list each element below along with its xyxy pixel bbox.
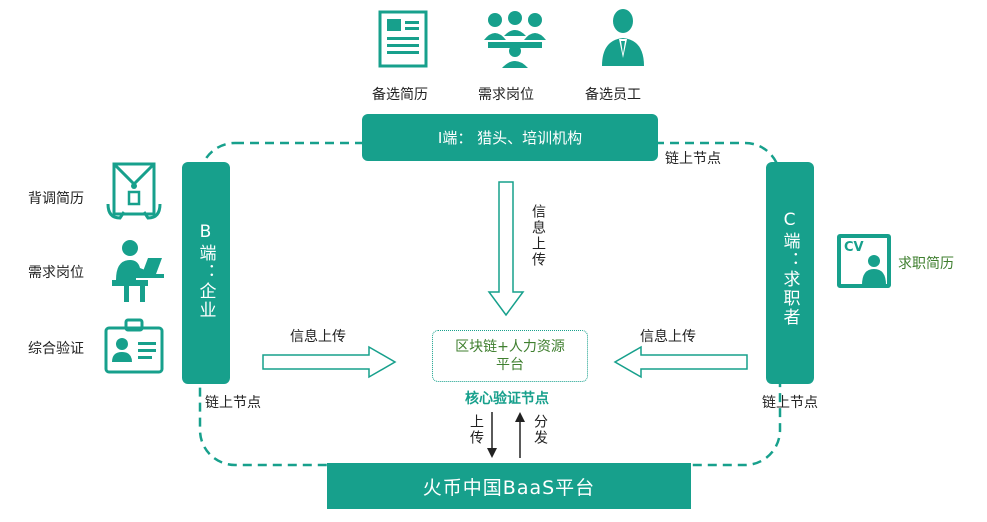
b-end-label: B端：企业 [195, 222, 216, 320]
down-small-arrow [487, 412, 497, 458]
left-label-background-check: 背调简历 [28, 191, 84, 207]
cv-badge-text: CV [844, 240, 864, 255]
resume-document-icon [378, 10, 428, 68]
i-end-box: I端： 猎头、培训机构 [362, 114, 658, 161]
top-label-resume: 备选简历 [372, 87, 428, 103]
chain-node-top-right: 链上节点 [665, 151, 721, 167]
chain-node-bottom-left: 链上节点 [205, 395, 261, 411]
up-small-arrow [515, 412, 525, 458]
top-label-positions: 需求岗位 [478, 87, 534, 103]
right-label-resume: 求职简历 [898, 256, 954, 272]
person-at-desk-icon [106, 238, 166, 304]
center-title: 区块链+人力资源平台 [455, 339, 565, 373]
baas-platform-bar: 火币中国BaaS平台 [327, 463, 691, 509]
upload-text: 上传 [468, 414, 484, 446]
center-platform-box: 区块链+人力资源平台 [432, 330, 588, 382]
right-hollow-arrow [262, 345, 397, 379]
baas-platform-title: 火币中国BaaS平台 [422, 476, 596, 499]
left-label-positions: 需求岗位 [28, 265, 84, 281]
c-end-label: C端：求职者 [779, 210, 800, 327]
envelope-document-icon [106, 160, 162, 222]
cv-profile-icon [836, 233, 892, 289]
id-badge-icon [104, 318, 164, 374]
team-people-icon [480, 10, 550, 70]
center-subtitle: 核心验证节点 [465, 391, 549, 407]
chain-node-bottom-right: 链上节点 [762, 395, 818, 411]
businessman-icon [598, 6, 648, 68]
left-label-verification: 综合验证 [28, 341, 84, 357]
distribute-text: 分发 [532, 414, 548, 446]
down-hollow-arrow [487, 181, 525, 317]
right-arrow-text: 信息上传 [640, 329, 696, 345]
top-label-employees: 备选员工 [585, 87, 641, 103]
b-end-bar: B端：企业 [182, 162, 230, 384]
c-end-bar: C端：求职者 [766, 162, 814, 384]
left-hollow-arrow [613, 345, 748, 379]
left-arrow-text: 信息上传 [290, 329, 346, 345]
i-end-label: I端： 猎头、培训机构 [437, 129, 583, 147]
down-arrow-text: 信息上传 [530, 204, 546, 268]
